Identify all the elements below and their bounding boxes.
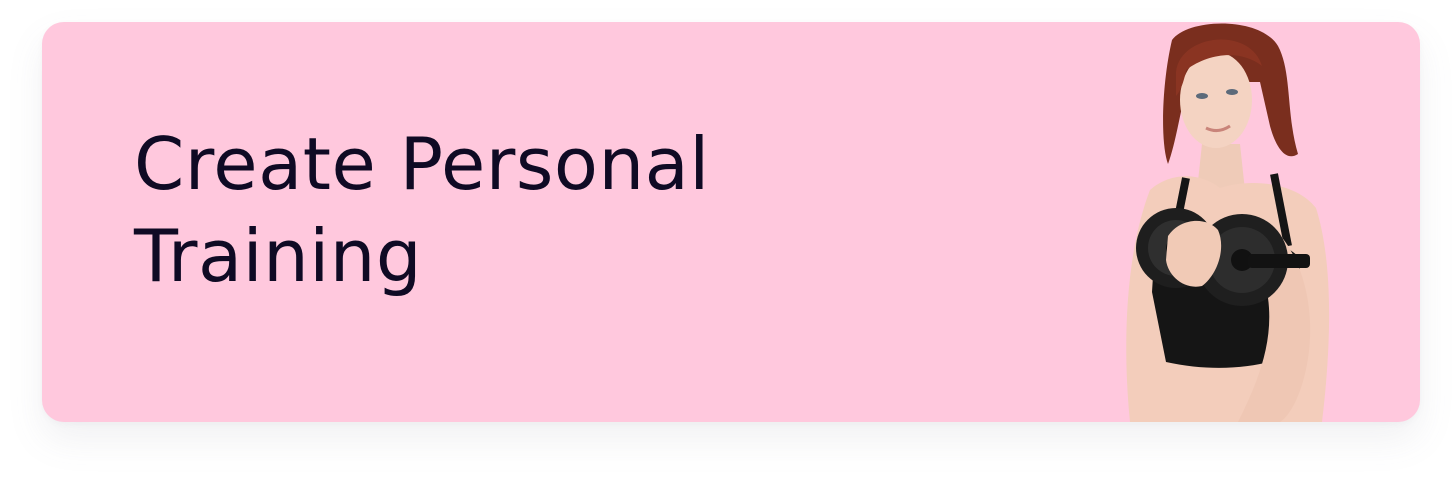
woman-with-dumbbell-illustration <box>1110 22 1350 422</box>
card-title: Create Personal Training <box>134 122 710 298</box>
create-personal-training-card[interactable]: Create Personal Training <box>42 22 1420 422</box>
